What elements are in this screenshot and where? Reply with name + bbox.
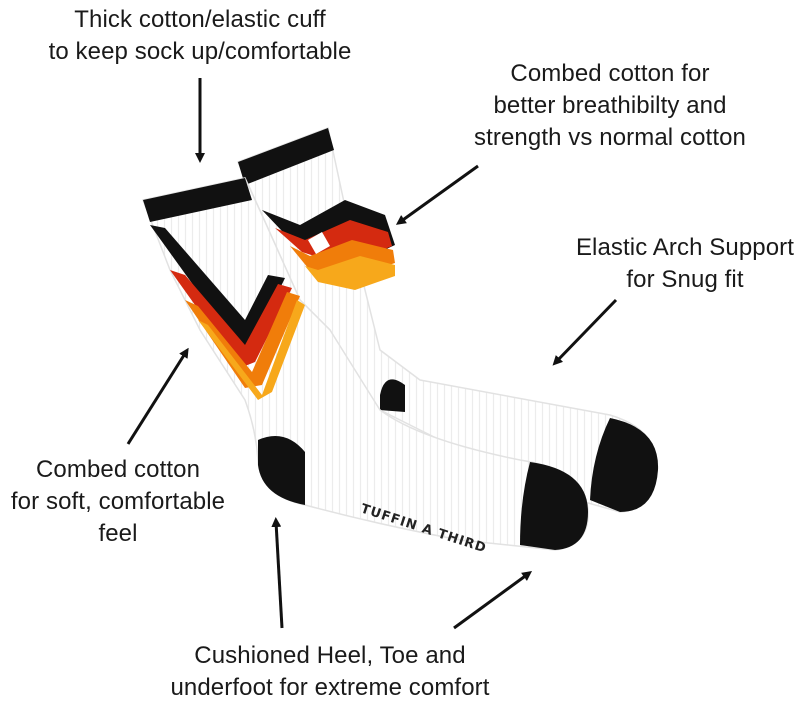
label-arch-line-2: for Snug fit xyxy=(626,266,744,293)
label-cushion-line-2: underfoot for extreme comfort xyxy=(170,674,490,701)
front-sock-toe xyxy=(520,462,588,550)
back-sock-toe xyxy=(590,418,659,512)
label-combed-soft-line-1: Combed cotton xyxy=(35,456,201,483)
label-combed-cotton-soft: Combed cotton for soft, comfortable feel xyxy=(0,454,236,550)
back-sock-cuff xyxy=(238,128,334,185)
label-cuff-line-2: to keep sock up/comfortable xyxy=(48,38,352,65)
label-combed-top-line-2: better breathibilty and xyxy=(493,92,727,119)
arrow-combed-top xyxy=(395,164,479,225)
front-sock-cuff xyxy=(143,178,252,222)
label-combed-soft-line-2: for soft, comfortable xyxy=(10,488,226,515)
arrow-combed-soft xyxy=(126,347,189,445)
back-sock xyxy=(236,126,659,513)
label-combed-cotton-breathability: Combed cotton for better breathibilty an… xyxy=(440,58,780,154)
label-combed-top-line-1: Combed cotton for xyxy=(510,60,710,87)
label-arch-line-1: Elastic Arch Support xyxy=(575,234,795,261)
arrow-cushion-heel xyxy=(271,517,284,629)
label-cushioned: Cushioned Heel, Toe and underfoot for ex… xyxy=(120,640,540,704)
label-combed-top-line-3: strength vs normal cotton xyxy=(474,124,746,151)
label-cushion-line-1: Cushioned Heel, Toe and xyxy=(194,642,466,669)
label-combed-soft-line-3: feel xyxy=(98,520,138,547)
arrow-cushion-toe xyxy=(453,571,533,630)
annotation-arrows xyxy=(126,78,618,630)
front-sock-heel xyxy=(258,436,305,505)
back-sock-heel xyxy=(380,379,405,412)
label-cuff: Thick cotton/elastic cuff to keep sock u… xyxy=(0,4,400,68)
arrow-arch xyxy=(552,298,618,366)
label-arch-support: Elastic Arch Support for Snug fit xyxy=(540,232,800,296)
label-cuff-line-1: Thick cotton/elastic cuff xyxy=(74,6,326,33)
